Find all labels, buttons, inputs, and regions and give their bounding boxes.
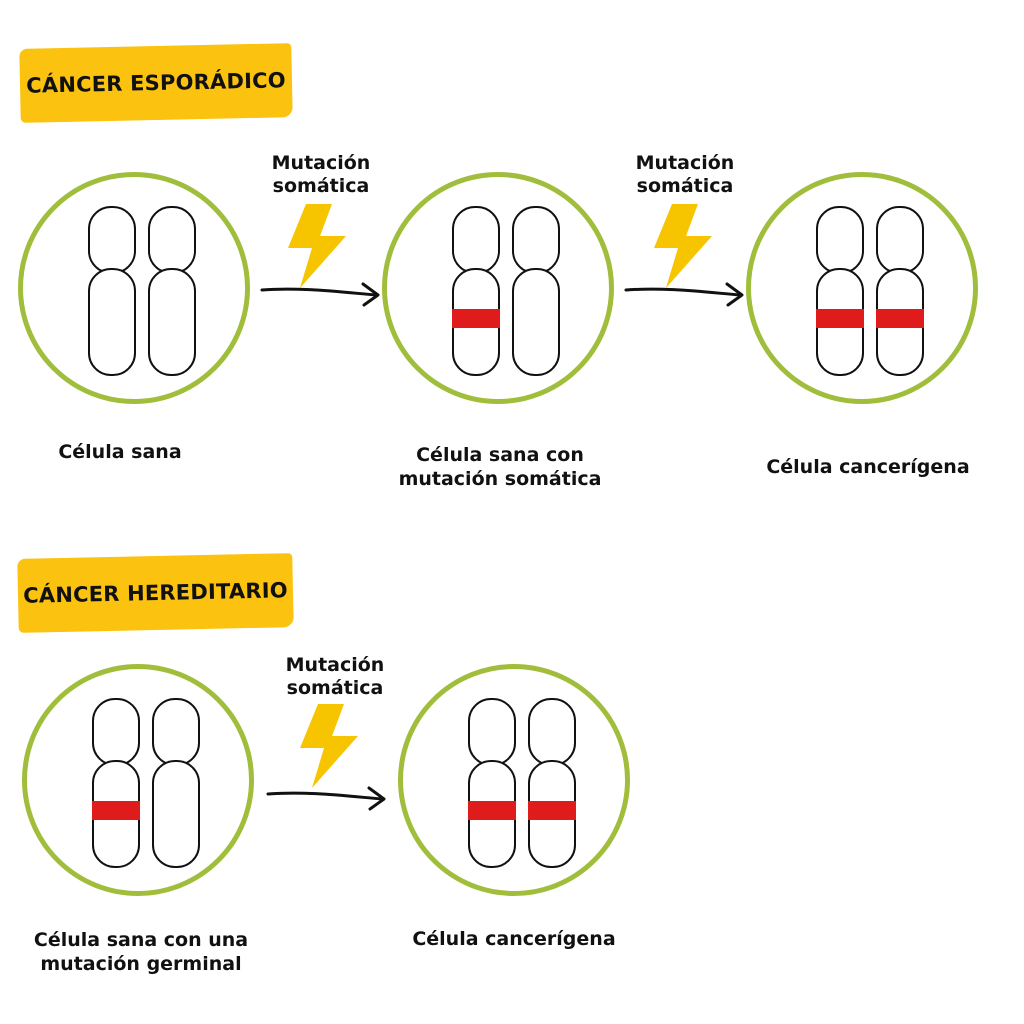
transition-label-line: Mutación [285,654,385,676]
cell-healthy [18,172,250,404]
chromosome-pair [92,698,200,868]
chromosome-pair [468,698,576,868]
cell-label: Célula cancerígena [388,927,640,951]
cell-label-line: Célula cancerígena [766,456,970,478]
cell-label-line: Célula cancerígena [412,928,616,950]
section-title-hereditary: CÁNCER HEREDITARIO [17,553,294,633]
lightning-bolt-icon [288,204,346,288]
mutation-band [452,309,500,328]
chromosome [152,698,200,868]
chromosome [468,698,516,868]
chromosome [528,698,576,868]
transition-label-line: somática [286,677,384,699]
transition-label-line: Mutación [271,152,371,174]
chromosome [92,698,140,868]
mutation-band [876,309,924,328]
mutation-band [468,801,516,820]
arrow-icon [624,282,744,307]
section-title-text: CÁNCER ESPORÁDICO [26,68,286,98]
lightning-bolt-icon [300,704,358,788]
chromosome [512,206,560,376]
cell-somatic-mutation [382,172,614,404]
cell-cancerous [398,664,630,896]
mutation-band [816,309,864,328]
section-title-text: CÁNCER HEREDITARIO [22,578,288,608]
cell-label-line: mutación germinal [40,953,242,975]
cell-label: Célula cancerígena [742,455,994,479]
cell-label: Célula sana con una mutación germinal [14,928,268,976]
chromosome [452,206,500,376]
cell-cancerous [746,172,978,404]
chromosome-pair [816,206,924,376]
transition-label-line: somática [636,175,734,197]
mutation-band [528,801,576,820]
transition-label: Mutación somática [262,152,380,198]
cell-label: Célula sana [30,440,210,464]
cell-label: Célula sana con mutación somática [366,443,634,491]
chromosome [816,206,864,376]
chromosome [876,206,924,376]
lightning-bolt-icon [654,204,712,288]
cell-label-line: mutación somática [398,468,602,490]
cell-label-line: Célula sana [58,441,182,463]
transition-label-line: Mutación [635,152,735,174]
transition-label-line: somática [272,175,370,197]
arrow-icon [266,786,386,811]
chromosome [148,206,196,376]
transition-label: Mutación somática [276,654,394,700]
cell-label-line: Célula sana con una [33,929,249,951]
cell-germline-mutation [22,664,254,896]
chromosome-pair [452,206,560,376]
section-title-sporadic: CÁNCER ESPORÁDICO [19,43,293,123]
arrow-icon [260,282,380,307]
mutation-band [92,801,140,820]
chromosome-pair [88,206,196,376]
chromosome [88,206,136,376]
cell-label-line: Célula sana con [416,444,584,466]
transition-label: Mutación somática [626,152,744,198]
